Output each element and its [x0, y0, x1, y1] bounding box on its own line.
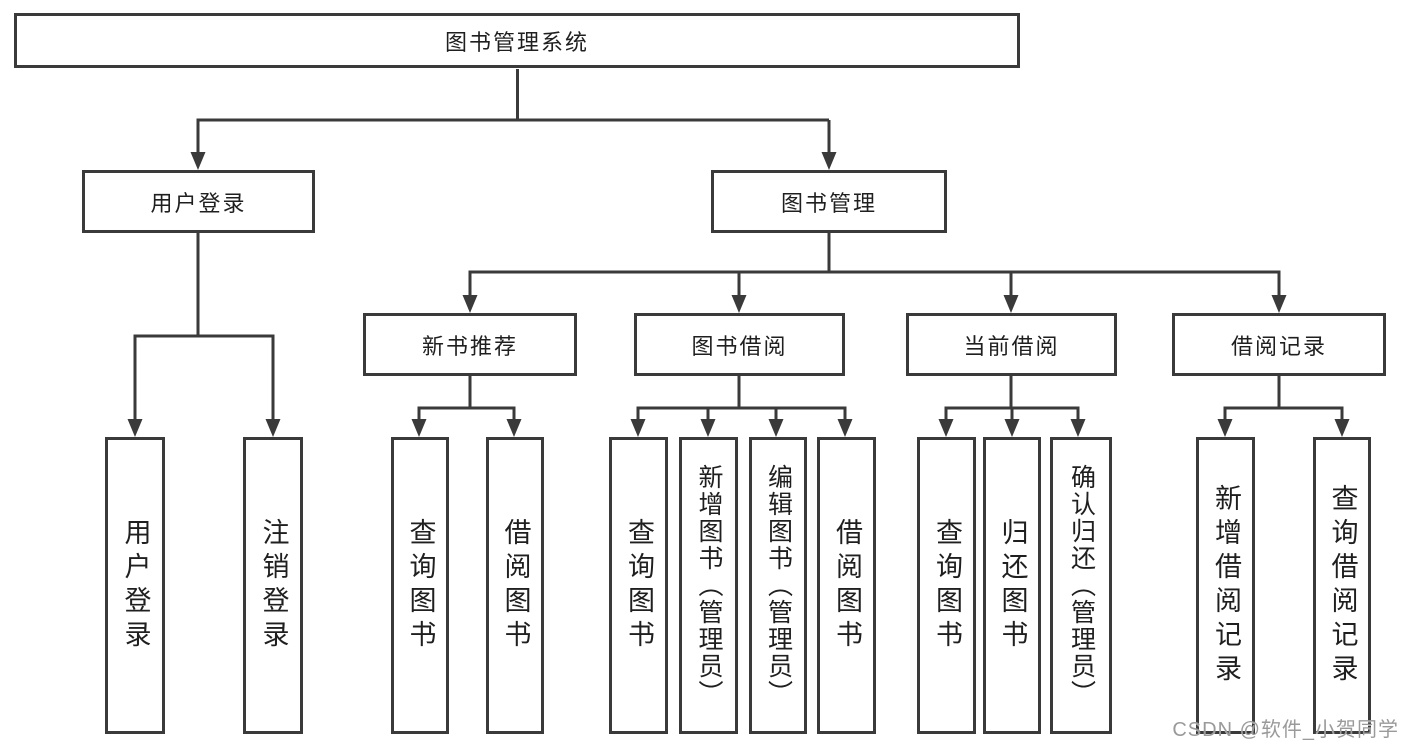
leaf-return-book: 归还图书 — [983, 437, 1041, 734]
node-label: 图书管理 — [780, 190, 877, 216]
node-borrowing-records: 借阅记录 — [1172, 313, 1386, 376]
leaf-query-borrow-record: 查询借阅记录 — [1313, 437, 1371, 734]
leaf-query-books-recommend: 查询图书 — [391, 437, 449, 734]
leaf-label: 借阅图书 — [832, 517, 862, 654]
node-book-borrowing: 图书借阅 — [634, 313, 845, 376]
leaf-label: 编辑图书（管理员） — [764, 464, 793, 707]
node-library-management-system: 图书管理系统 — [14, 13, 1020, 68]
leaf-label: 新增图书（管理员） — [695, 464, 723, 707]
node-label: 图书借阅 — [691, 333, 788, 359]
leaf-label: 查询图书 — [624, 517, 654, 654]
node-book-management: 图书管理 — [711, 170, 947, 233]
leaf-borrow-books: 借阅图书 — [817, 437, 876, 734]
leaf-label: 新增借阅记录 — [1211, 483, 1241, 688]
node-new-book-recommendation: 新书推荐 — [363, 313, 577, 376]
csdn-watermark: CSDN @软件_小贺同学 — [1172, 719, 1399, 741]
node-label: 用户登录 — [150, 190, 247, 216]
leaf-label: 注销登录 — [258, 517, 289, 654]
node-user-login: 用户登录 — [82, 170, 315, 233]
leaf-logout: 注销登录 — [243, 437, 303, 734]
leaf-label: 确认归还（管理员） — [1067, 464, 1096, 707]
node-label: 当前借阅 — [963, 333, 1060, 359]
leaf-label: 查询图书 — [405, 517, 436, 654]
leaf-user-login: 用户登录 — [105, 437, 165, 734]
leaf-edit-book-admin: 编辑图书（管理员） — [749, 437, 807, 734]
leaf-label: 用户登录 — [120, 517, 151, 654]
node-current-borrowing: 当前借阅 — [906, 313, 1117, 376]
leaf-confirm-return-admin: 确认归还（管理员） — [1050, 437, 1112, 734]
node-label: 借阅记录 — [1230, 333, 1327, 359]
leaf-borrow-books-recommend: 借阅图书 — [486, 437, 544, 734]
leaf-label: 查询图书 — [932, 517, 962, 654]
leaf-query-books-borrow: 查询图书 — [609, 437, 668, 734]
leaf-add-borrow-record: 新增借阅记录 — [1196, 437, 1255, 734]
leaf-label: 查询借阅记录 — [1327, 483, 1358, 688]
leaf-add-book-admin: 新增图书（管理员） — [679, 437, 738, 734]
leaf-query-books-current: 查询图书 — [917, 437, 976, 734]
node-label: 新书推荐 — [421, 333, 518, 359]
leaf-label: 借阅图书 — [500, 517, 531, 654]
node-label: 图书管理系统 — [444, 29, 589, 55]
leaf-label: 归还图书 — [997, 517, 1028, 654]
